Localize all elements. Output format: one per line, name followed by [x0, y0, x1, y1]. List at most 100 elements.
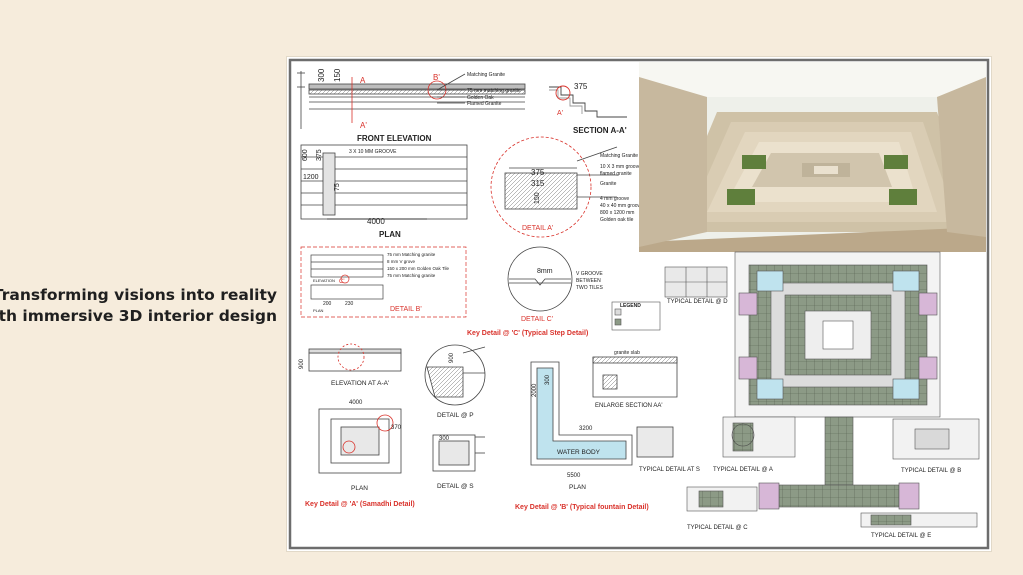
note-groove-40x40: 40 x 40 mm groove [600, 203, 643, 209]
key-detail-a: Key Detail @ 'A' (Samadhi Detail) [305, 501, 415, 508]
label-typical-b: TYPICAL DETAIL @ B [901, 468, 961, 474]
legend-box [611, 301, 661, 331]
typical-detail-a-drawing [722, 416, 796, 458]
dim-230-b: 230 [345, 301, 354, 307]
typical-detail-e-drawing [860, 512, 978, 528]
typical-detail-d-drawing [664, 266, 728, 298]
label-front-elevation: FRONT ELEVATION [357, 134, 432, 143]
marker-c-prime: C' [339, 279, 344, 285]
note-matching-granite-2: Matching Granite [600, 153, 638, 159]
label-plan-3: PLAN [569, 484, 586, 491]
marker-b-prime: B' [433, 73, 440, 82]
detail-s-drawing [432, 434, 485, 472]
dim-4000-plan: 4000 [367, 217, 385, 226]
sheet-frame [288, 58, 990, 550]
master-tile-plan [734, 251, 941, 510]
detail-b-drawing [300, 246, 467, 318]
dim-75-plan: 75 [334, 183, 341, 191]
key-detail-b: Key Detail @ 'B' (Typical fountain Detai… [515, 504, 649, 511]
label-detail-b: DETAIL B' [390, 306, 422, 313]
dim-375-detail-a: 375 [531, 168, 545, 177]
note-two-tiles: TWO TILES [576, 285, 604, 291]
dim-8mm: 8mm [537, 268, 553, 275]
dim-375-section: 375 [574, 82, 588, 91]
typical-detail-c-drawing [686, 486, 758, 512]
label-detail-a: DETAIL A' [522, 225, 553, 232]
samadhi-plan-drawing [318, 408, 402, 474]
dim-150: 150 [333, 68, 342, 82]
detail-drawing-sheet: 300 150 A A' B' Matching Granite 75 mm m… [288, 58, 990, 550]
label-detail-p: DETAIL @ P [437, 412, 474, 419]
dim-2000-fountain: 2000 [532, 383, 538, 397]
label-typical-detail-s: TYPICAL DETAIL AT S [639, 467, 700, 473]
label-enlarge-section: ENLARGE SECTION AA' [595, 403, 663, 409]
label-typical-c: TYPICAL DETAIL @ C [687, 525, 748, 531]
dim-900: 900 [299, 358, 305, 369]
label-plan-2: PLAN [351, 485, 368, 492]
tagline: Transforming visions into reality with i… [0, 285, 277, 327]
detail-a-drawing [490, 136, 618, 238]
dim-300-s: 300 [439, 436, 450, 442]
note-golden-oak: Golden Oak [467, 95, 494, 101]
dim-3200: 3200 [579, 426, 593, 432]
note-matching-75: 75 mm matching granite [467, 88, 521, 94]
detail-c-drawing [507, 246, 573, 312]
label-plan: PLAN [379, 230, 401, 239]
drawing-board: 300 150 A A' B' Matching Granite 75 mm m… [287, 57, 991, 551]
typical-detail-at-s-drawing [636, 426, 674, 458]
label-typical-a: TYPICAL DETAIL @ A [713, 467, 773, 473]
dim-315: 315 [531, 179, 545, 188]
note-b4: 75 mm Matching granite [387, 273, 436, 278]
note-granite-slab: granite slab [614, 350, 640, 356]
detail-p-drawing [424, 344, 486, 406]
note-groove-3x10: 3 X 10 MM GROOVE [349, 149, 397, 155]
note-groove-10x3: 10 X 3 mm groove [600, 164, 641, 170]
label-typical-e: TYPICAL DETAIL @ E [871, 533, 931, 539]
marker-a-prime: A' [360, 121, 367, 130]
dim-200-b: 200 [323, 301, 332, 307]
plan-label-b: PLAN [313, 308, 324, 313]
note-b1: 75 mm Matching granite [387, 252, 436, 257]
dim-1200: 1200 [303, 174, 319, 181]
note-granite: Granite [600, 181, 617, 187]
note-flamed-granite: Flamed Granite [467, 101, 502, 107]
note-b2: 8 mm V grove [387, 259, 416, 264]
label-detail-c: DETAIL C' [521, 316, 553, 323]
label-water-body: WATER BODY [557, 449, 601, 456]
fountain-plan-drawing [530, 361, 633, 466]
step-plan-drawing [300, 144, 468, 220]
note-groove-4mm: 4 mm groove [600, 196, 629, 202]
dim-4000-samadhi: 4000 [349, 400, 363, 406]
label-section-aa: SECTION A-A' [573, 126, 627, 135]
note-v-groove: V GROOVE [576, 271, 603, 277]
samadhi-elevation-drawing [308, 343, 402, 372]
key-detail-c: Key Detail @ 'C' (Typical Step Detail) [467, 330, 588, 337]
marker-a: A [360, 76, 366, 85]
dim-5500: 5500 [567, 473, 581, 479]
dim-900-p: 900 [449, 352, 455, 363]
label-elevation-aa: ELEVATION AT A-A' [331, 380, 389, 387]
dim-300-fountain: 300 [545, 374, 551, 385]
typical-detail-b-drawing [892, 418, 980, 460]
note-b3: 150 x 200 mm Golden Oak Tile [387, 266, 450, 271]
legend-title: LEGEND [620, 303, 641, 309]
label-detail-s: DETAIL @ S [437, 483, 474, 490]
marker-a-prime-section: A' [557, 110, 563, 117]
section-aa-drawing [549, 85, 627, 118]
tagline-line-2: with immersive 3D interior design [0, 307, 277, 325]
label-typical-d: TYPICAL DETAIL @ D [667, 299, 728, 305]
dim-600: 600 [302, 149, 309, 161]
render-3d-courtyard [639, 62, 986, 252]
dim-150-detail-a: 150 [534, 192, 541, 204]
front-elevation-drawing [297, 71, 526, 129]
dim-300: 300 [317, 68, 326, 82]
tagline-line-1: Transforming visions into reality [0, 286, 277, 304]
note-between: BETWEEN [576, 278, 601, 284]
note-golden-oak-tile: Golden oak tile [600, 217, 634, 223]
dim-375-plan: 375 [316, 149, 323, 161]
enlarge-section-drawing [592, 356, 678, 398]
dim-370: 370 [391, 425, 402, 431]
note-flamed-granite-2: flamed granite [600, 171, 632, 177]
note-matching-granite: Matching Granite [467, 72, 505, 78]
note-elevation: ELEVATION [313, 278, 335, 283]
